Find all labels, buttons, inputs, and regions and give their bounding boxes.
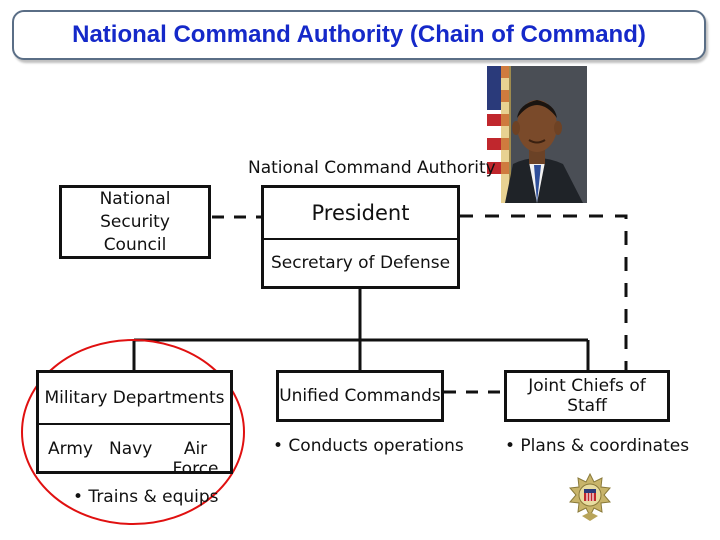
nsc-box: National Security Council (59, 185, 211, 259)
mil-dept-note: • Trains & equips (73, 487, 219, 507)
nsc-label-line2: Council (103, 234, 167, 255)
page-title: National Command Authority (Chain of Com… (72, 21, 646, 48)
jcs-label: Joint Chiefs of Staff (528, 376, 646, 416)
secdef-label: Secretary of Defense (270, 253, 451, 273)
nca-label: National Command Authority (248, 158, 496, 178)
air-force-label: Air Force (172, 439, 219, 479)
mil-dept-box: Military Departments Army Navy Air Force (36, 370, 233, 479)
unified-note: • Conducts operations (273, 436, 464, 456)
jcs-box: Joint Chiefs of Staff (504, 370, 670, 422)
jcs-note: • Plans & coordinates (505, 436, 690, 456)
title-banner: National Command Authority (Chain of Com… (12, 10, 706, 60)
president-box: President Secretary of Defense (261, 185, 460, 289)
unified-commands-box: Unified Commands (276, 370, 444, 422)
president-label: President (264, 188, 457, 240)
president-jcs-dashed-line (459, 214, 628, 370)
nsc-label-line1: National Security (99, 188, 171, 232)
unified-label: Unified Commands (279, 386, 441, 406)
mil-dept-label: Military Departments (39, 373, 230, 425)
branches-row: Army Navy Air Force (39, 425, 230, 479)
army-label: Army (48, 439, 93, 459)
highlight-circle (21, 339, 245, 525)
president-portrait (487, 66, 587, 203)
portrait-drawing (487, 66, 587, 203)
seal-drawing (569, 472, 611, 521)
joint-chiefs-seal-icon (568, 472, 612, 522)
navy-label: Navy (109, 439, 153, 459)
